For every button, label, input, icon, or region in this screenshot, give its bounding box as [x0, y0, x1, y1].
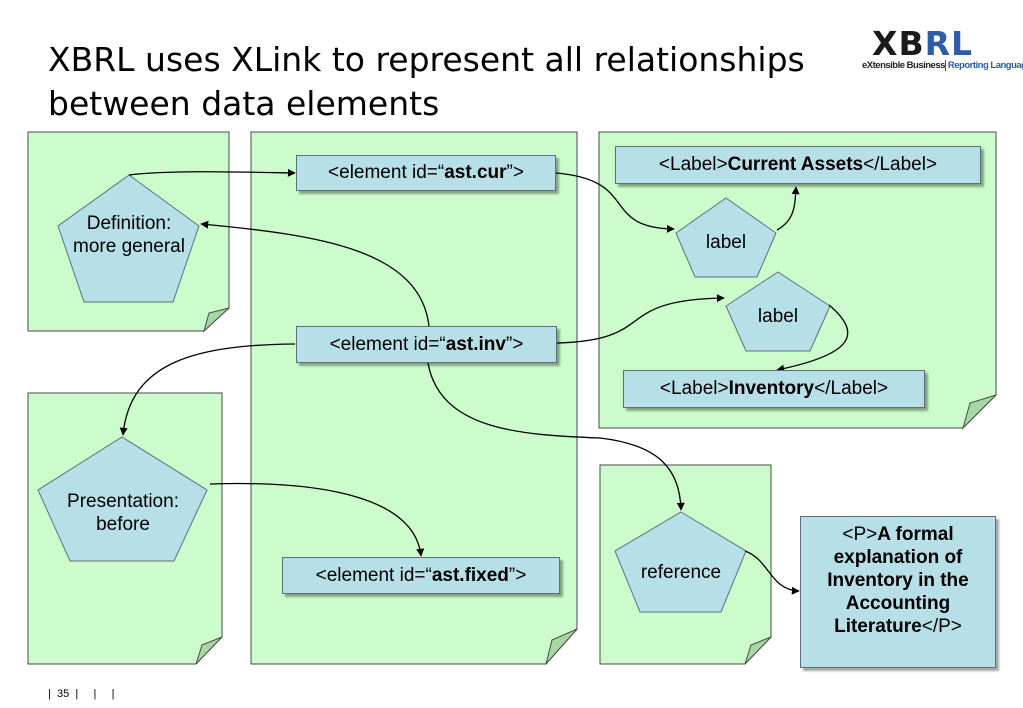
- label-inventory: <Label>Inventory</Label>: [623, 370, 925, 408]
- presentation-pentagon: [37, 436, 208, 562]
- arrow-inv-to-label2: [556, 294, 725, 344]
- arrow-inv-to-definition: [200, 220, 430, 327]
- arrow-presentation-to-fixed: [209, 482, 425, 557]
- element-ast-fixed: <element id=“ast.fixed”>: [282, 557, 560, 594]
- element-ast-cur: <element id=“ast.cur”>: [296, 155, 556, 191]
- arrow-inv-to-reference: [427, 362, 685, 511]
- label-pentagon-2: [725, 271, 831, 352]
- note-schema: [250, 131, 578, 665]
- element-ast-inv: <element id=“ast.inv”>: [296, 326, 557, 363]
- label-current-assets: <Label>Current Assets</Label>: [615, 146, 981, 184]
- definition-pentagon: [57, 174, 200, 303]
- arrow-cur-to-label1: [555, 172, 675, 233]
- label-pentagon-1-text: label: [705, 232, 747, 253]
- arrow-label2-to-inventory: [776, 304, 849, 373]
- note-label-linkbase: [598, 131, 997, 430]
- presentation-label: Presentation: before: [67, 491, 179, 535]
- arrow-label1-to-current-assets: [776, 186, 800, 231]
- arrow-reference-to-text: [744, 550, 800, 595]
- label-pentagon-2-text: label: [757, 306, 799, 327]
- slide-title: XBRL uses XLink to represent all relatio…: [48, 40, 805, 123]
- reference-text-box: <P>A formal explanation of Inventory in …: [800, 516, 996, 668]
- arrow-inv-to-presentation: [119, 343, 296, 436]
- arrow-definition-to-cur: [128, 168, 296, 177]
- reference-pentagon-text: reference: [640, 562, 722, 583]
- slide-footer: | 35 | | |: [48, 688, 115, 700]
- definition-label: Definition: more general: [73, 213, 185, 257]
- reference-pentagon: [614, 511, 747, 613]
- label-pentagon-1: [675, 197, 777, 278]
- xbrl-logo-wordmark: XBRL: [872, 24, 974, 63]
